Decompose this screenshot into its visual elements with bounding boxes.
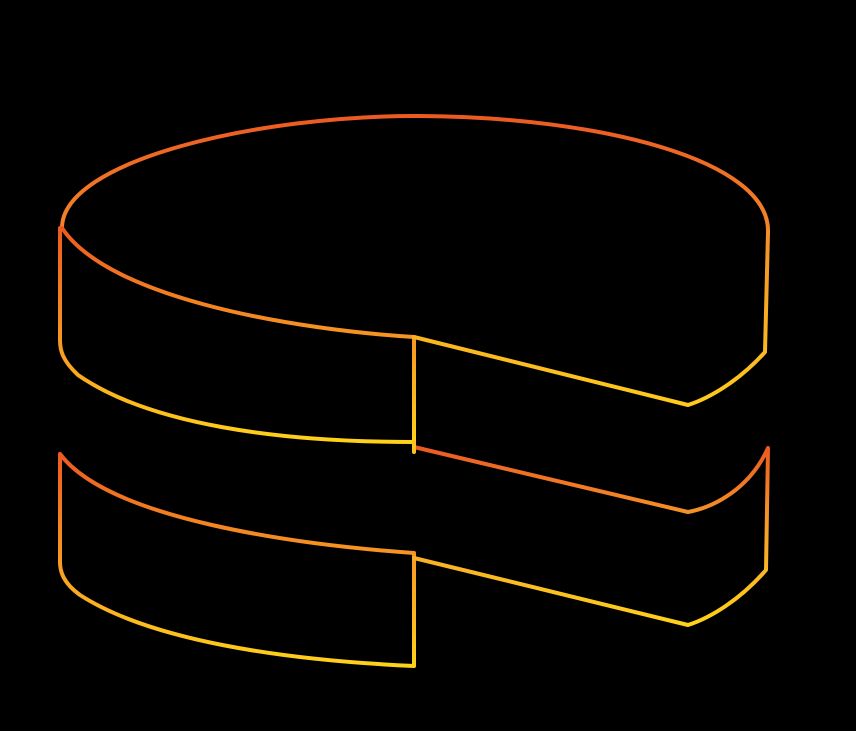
top-layer-right-side-outline	[412, 230, 770, 407]
bottom-layer-left-side-outline	[58, 452, 416, 668]
top-layer-left-side-outline	[58, 226, 416, 444]
bottom-layer-right-side-outline	[412, 445, 770, 627]
top-layer-cap-outline	[60, 113, 771, 234]
